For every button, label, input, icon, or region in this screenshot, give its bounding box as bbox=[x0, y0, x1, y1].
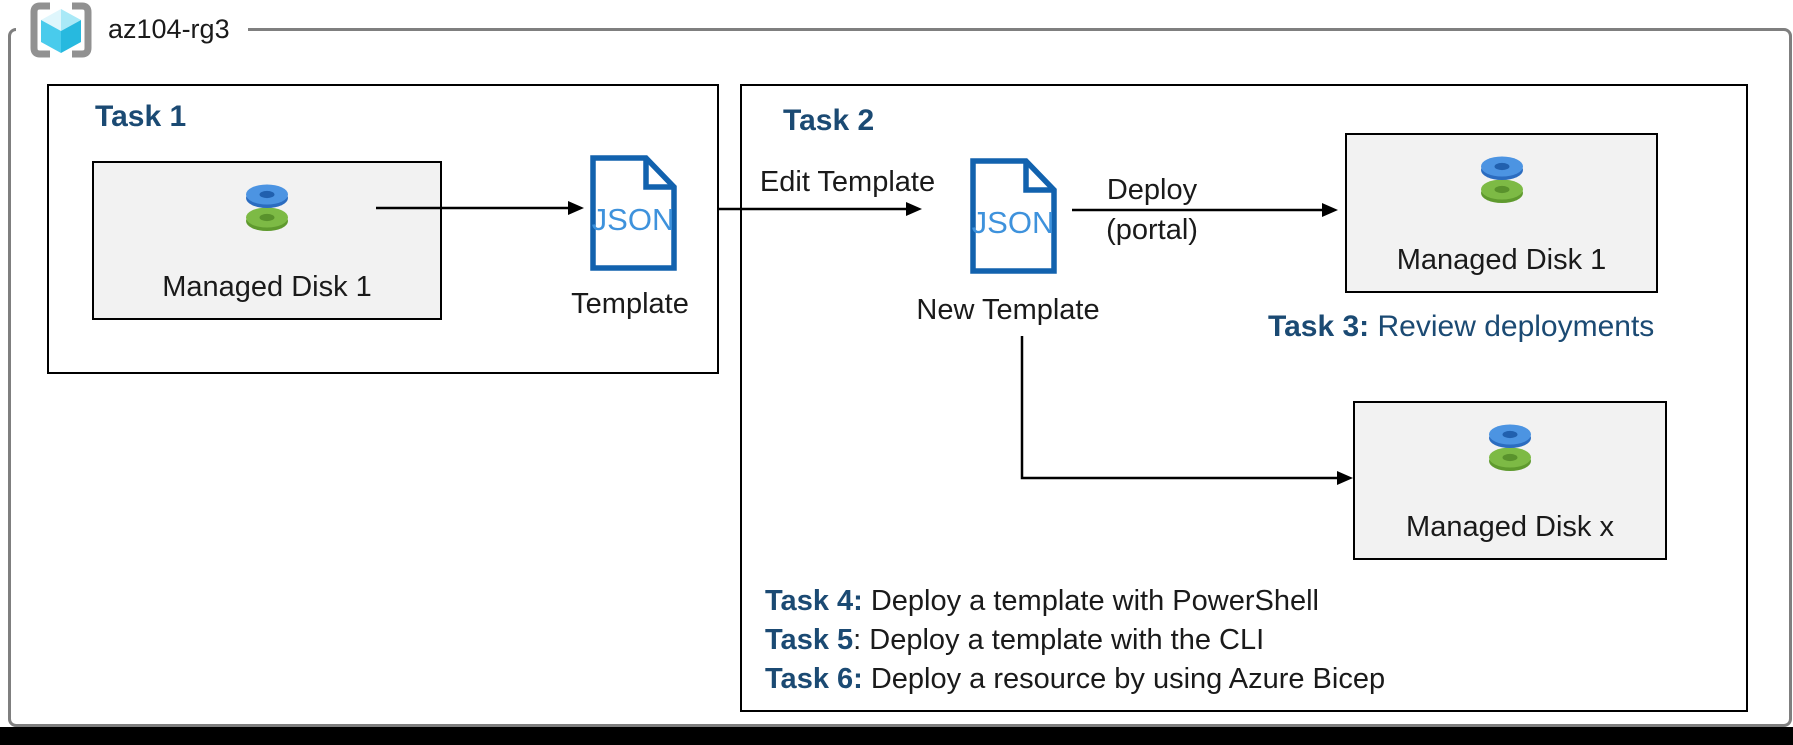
managed-disk-x-box: Managed Disk x bbox=[1353, 401, 1667, 560]
json-icon-text: JSON bbox=[972, 205, 1055, 240]
managed-disk-1-box: Managed Disk 1 bbox=[92, 161, 442, 320]
resource-group-boundary bbox=[8, 28, 1792, 727]
managed-disk-x-label: Managed Disk x bbox=[1406, 511, 1614, 543]
task6-text: Task 6: Deploy a resource by using Azure… bbox=[765, 660, 1385, 699]
task6-description: Deploy a resource by using Azure Bicep bbox=[862, 663, 1386, 695]
task3-label: Task 3: bbox=[1268, 310, 1370, 343]
managed-disk-icon bbox=[1484, 421, 1536, 480]
task4-label: Task 4: bbox=[765, 585, 863, 617]
bottom-black-bar bbox=[0, 727, 1793, 745]
json-icon-text: JSON bbox=[592, 202, 675, 237]
task2-title: Task 2 bbox=[783, 104, 875, 137]
task4-text: Task 4: Deploy a template with PowerShel… bbox=[765, 582, 1385, 621]
json-template-icon: JSON bbox=[586, 153, 680, 273]
task5-text: Task 5: Deploy a template with the CLI bbox=[765, 621, 1385, 660]
task-list: Task 4: Deploy a template with PowerShel… bbox=[765, 582, 1385, 699]
resource-group-icon bbox=[26, 2, 96, 58]
managed-disk-icon bbox=[241, 181, 293, 240]
task4-description: Deploy a template with PowerShell bbox=[862, 585, 1319, 617]
resource-group-name: az104-rg3 bbox=[108, 14, 230, 44]
new-template-label: New Template bbox=[916, 294, 1100, 326]
template-label: Template bbox=[571, 288, 689, 320]
task3-text: Task 3: Review deployments bbox=[1268, 310, 1654, 344]
managed-disk-icon bbox=[1476, 153, 1528, 212]
json-new-template-icon: JSON bbox=[966, 156, 1060, 276]
edit-template-arrow-label: Edit Template bbox=[759, 166, 936, 198]
deploy-arrow-label: Deploy bbox=[1106, 174, 1198, 206]
managed-disk-1-deployed-label: Managed Disk 1 bbox=[1396, 244, 1607, 276]
task1-title: Task 1 bbox=[95, 100, 187, 133]
deploy-portal-sublabel: (portal) bbox=[1106, 214, 1198, 246]
task5-description: : Deploy a template with the CLI bbox=[853, 624, 1265, 656]
task5-label: Task 5 bbox=[765, 624, 854, 656]
managed-disk-1-deployed-box: Managed Disk 1 bbox=[1345, 133, 1658, 293]
task6-label: Task 6: bbox=[765, 663, 863, 695]
managed-disk-1-label: Managed Disk 1 bbox=[162, 271, 372, 303]
task3-description: Review deployments bbox=[1369, 310, 1655, 343]
